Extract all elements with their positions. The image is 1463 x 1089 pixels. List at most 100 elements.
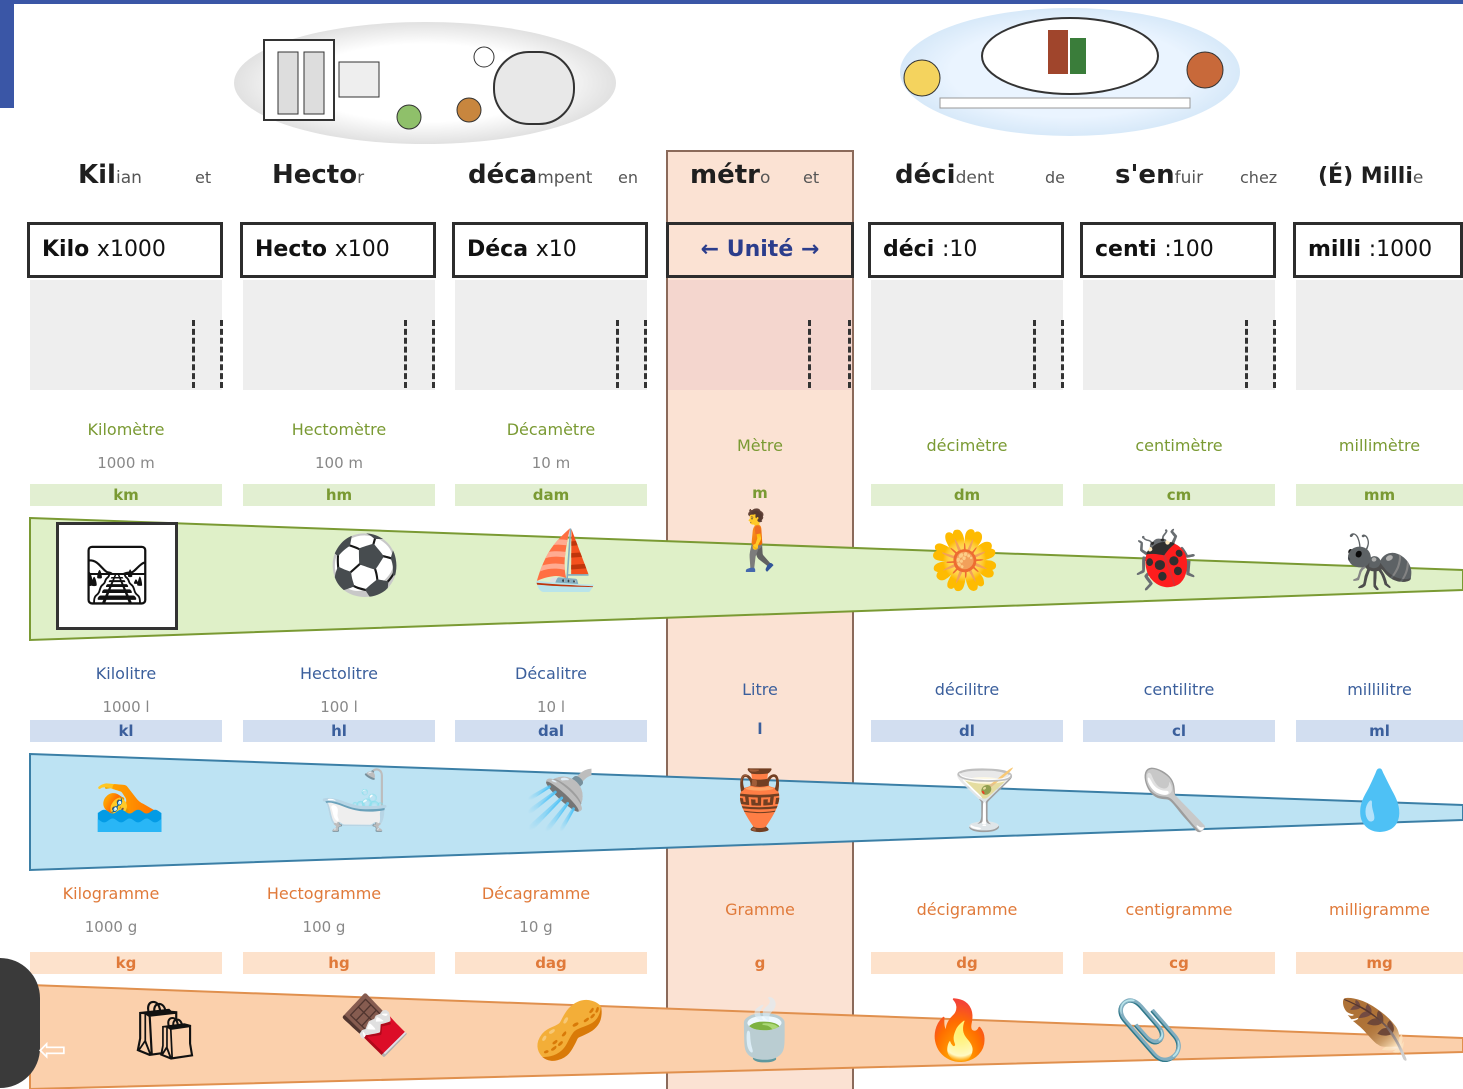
header-conj-3: et [803,168,820,187]
writing-area-centi [1083,280,1275,390]
length-value-dam: 10 m [531,454,571,472]
header-word-decident: décident [895,160,995,190]
dashed-separator [404,320,407,388]
dashed-separator [1033,320,1036,388]
football-field-icon: ⚽ [328,531,402,599]
volume-symbol-dl: dl [871,720,1063,742]
dashed-separator [1061,320,1064,388]
header-word-decampent: décampent [468,160,593,190]
mass-symbol-kg: kg [30,952,222,974]
length-value-km: 1000 m [97,454,155,472]
length-name-m: Mètre [737,436,783,455]
header-word-metro: métro [690,160,771,190]
mass-value-dag: 10 g [519,918,553,936]
volume-band [29,752,1463,872]
mass-symbol-dg: dg [871,952,1063,974]
flower-icon: 🌼 [928,526,1002,594]
dashed-separator [192,320,195,388]
watering-can-icon: 🚿 [523,766,597,834]
header-word-kilian: Kilian [78,160,142,190]
volume-name-l: Litre [742,680,778,699]
volume-symbol-kl: kl [30,720,222,742]
mass-value-hg: 100 g [302,918,346,936]
prefix-centi: centi :100 [1080,222,1276,278]
header-word-senfuir: s'enfuir [1115,160,1204,190]
header-conj-5: chez [1240,168,1278,187]
writing-area-kilo [30,280,222,390]
mass-symbol-dag: dag [455,952,647,974]
dashed-separator [432,320,435,388]
paperclip-icon: 📎 [1113,996,1187,1064]
mass-name-dag: Décagramme [481,884,591,903]
prefix-deca: Déca x10 [452,222,648,278]
prefix-kilo: Kilo x1000 [27,222,223,278]
length-symbol-cm: cm [1083,484,1275,506]
header-word-millie: (É) Millie [1318,164,1424,189]
volume-value-hl: 100 l [320,698,358,716]
writing-area-deca [455,280,647,390]
prefix-deci: déci :10 [868,222,1064,278]
writing-area-unit [668,280,852,390]
volume-symbol-cl: cl [1083,720,1275,742]
header-conj-4: de [1045,168,1065,187]
walking-woman-icon: 🚶 [723,506,797,574]
previous-slide-button[interactable] [0,958,40,1088]
illustration-decide-to-flee [900,8,1240,136]
mass-symbol-cg: cg [1083,952,1275,974]
dashed-separator [1245,320,1248,388]
dashed-separator [1273,320,1276,388]
header-word-hector: Hector [272,160,365,190]
volume-name-hl: Hectolitre [300,664,378,683]
dashed-separator [848,320,851,388]
mass-name-cg: centigramme [1125,900,1233,919]
volume-value-dal: 10 l [536,698,566,716]
length-name-mm: millimètre [1338,436,1421,455]
writing-area-deci [871,280,1063,390]
mass-name-hg: Hectogramme [266,884,382,903]
length-symbol-mm: mm [1296,484,1463,506]
ant-icon: 🐜 [1343,526,1417,594]
length-name-km: Kilomètre [87,420,165,439]
length-name-dm: décimètre [926,436,1008,455]
volume-value-kl: 1000 l [102,698,150,716]
prefix-hecto: Hecto x100 [240,222,436,278]
length-symbol-hm: hm [243,484,435,506]
feather-icon: 🪶 [1338,996,1412,1064]
bag-icon: 🛍 [128,996,202,1064]
water-drops-icon: 💧 [1343,766,1417,834]
railway-tracks-icon: 🛤 [56,522,178,630]
bug-icon: 🐞 [1128,526,1202,594]
volume-name-cl: centilitre [1143,680,1215,699]
prefix-milli: milli :1000 [1293,222,1463,278]
dashed-separator [808,320,811,388]
header-conj-2: en [618,168,638,187]
bathtub-icon: 🛁 [318,766,392,834]
boat-icon: ⛵ [528,526,602,594]
volume-symbol-hl: hl [243,720,435,742]
length-symbol-dam: dam [455,484,647,506]
pool-icon: 🏊 [93,766,167,834]
tea-bag-icon: 🍵 [728,996,802,1064]
volume-symbol-ml: ml [1296,720,1463,742]
prefix-unite: ← Unité → [666,222,854,278]
mass-name-dg: décigramme [916,900,1018,919]
mass-symbol-hg: hg [243,952,435,974]
mass-value-kg: 1000 g [84,918,138,936]
length-name-cm: centimètre [1135,436,1223,455]
volume-name-ml: millilitre [1347,680,1412,699]
illustration-kilian-hector-escape [234,22,616,144]
walnut-icon: 🥜 [533,996,607,1064]
chocolate-bar-icon: 🍫 [338,991,412,1059]
mass-symbol-g: g [754,954,766,972]
volume-name-dl: décilitre [934,680,1000,699]
writing-area-hecto [243,280,435,390]
cocktail-glass-icon: 🍸 [948,766,1022,834]
writing-area-milli [1296,280,1463,390]
volume-name-dal: Décalitre [515,664,587,683]
length-symbol-dm: dm [871,484,1063,506]
volume-name-kl: Kilolitre [95,664,157,683]
dashed-separator [220,320,223,388]
volume-symbol-l: l [757,720,763,738]
top-frame-border [0,0,1463,4]
